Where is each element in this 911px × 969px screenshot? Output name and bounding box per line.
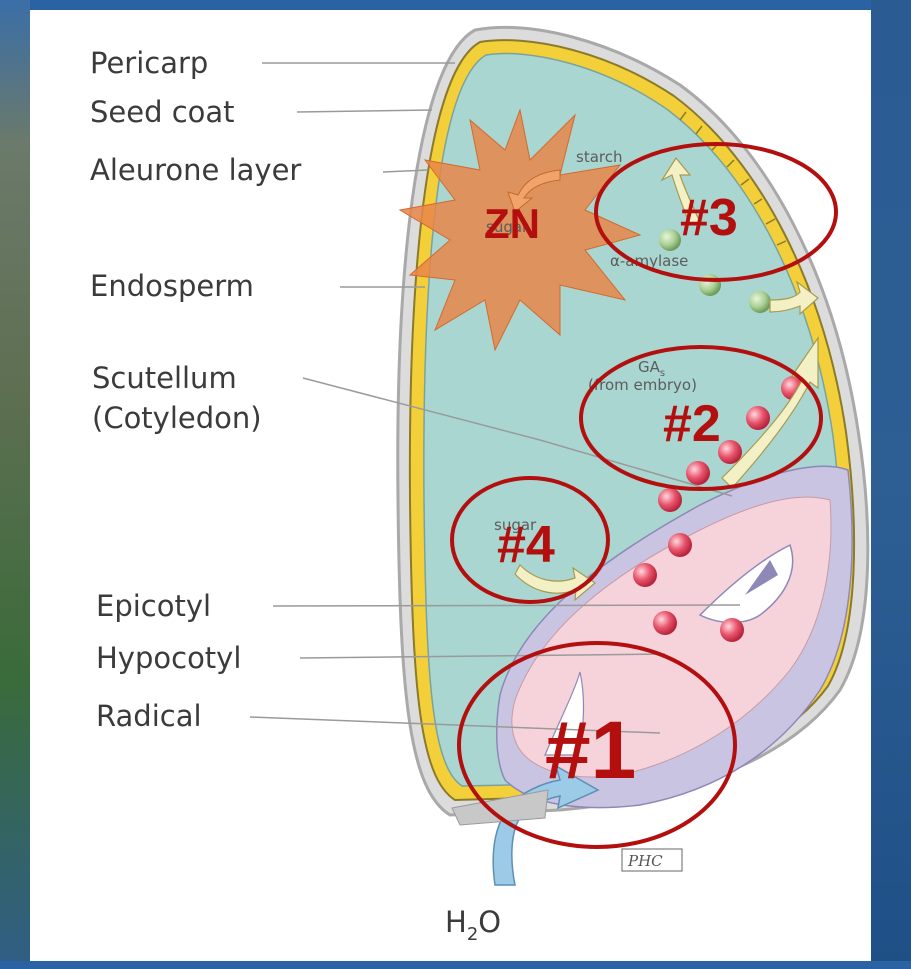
label-epicotyl: Epicotyl: [96, 589, 211, 623]
label-water: H2O: [445, 905, 501, 945]
label-seed-coat: Seed coat: [90, 95, 235, 129]
label-starch: starch: [576, 148, 622, 166]
marker-3: #3: [680, 189, 738, 247]
label-aleurone-layer: Aleurone layer: [90, 153, 301, 187]
label-scutellum: Scutellum: [92, 361, 237, 395]
marker-1: #1: [545, 705, 636, 796]
label-pericarp: Pericarp: [90, 46, 208, 80]
label-hypocotyl: Hypocotyl: [96, 641, 241, 675]
phc-logo: PHC: [627, 852, 663, 870]
marker-2: #2: [663, 395, 721, 453]
label-radical: Radical: [96, 699, 202, 733]
label-endosperm: Endosperm: [90, 269, 254, 303]
label-from-embryo: (from embryo): [588, 376, 697, 394]
label-cotyledon: (Cotyledon): [92, 401, 262, 435]
zn-label: ZN: [484, 200, 540, 247]
marker-4: #4: [497, 516, 555, 574]
